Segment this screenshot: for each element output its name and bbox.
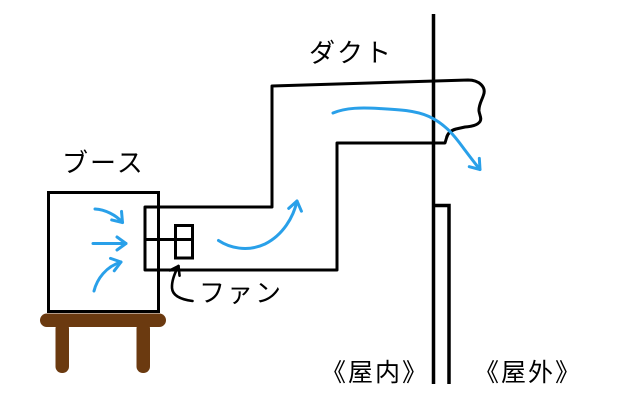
wall-line-right	[433, 203, 451, 384]
table-top	[40, 313, 166, 327]
duct-outline	[143, 78, 486, 272]
booth-box	[47, 191, 160, 313]
label-indoor: 《屋内》	[321, 358, 430, 387]
booth-airflow-arrow-bottom	[92, 256, 123, 293]
label-fan: ファン	[199, 279, 284, 309]
exhaust-airflow-arrow	[331, 106, 482, 171]
label-duct: ダクト	[309, 39, 394, 69]
fan-box	[174, 224, 194, 260]
booth-airflow-arrow-top	[93, 207, 124, 224]
label-booth: ブース	[62, 149, 145, 179]
table-leg-right	[136, 322, 150, 373]
label-outdoor: 《屋外》	[474, 358, 583, 387]
fan-leader-arrow	[168, 264, 194, 303]
table-leg-left	[55, 322, 69, 373]
duct-airflow-arrow	[217, 199, 303, 250]
